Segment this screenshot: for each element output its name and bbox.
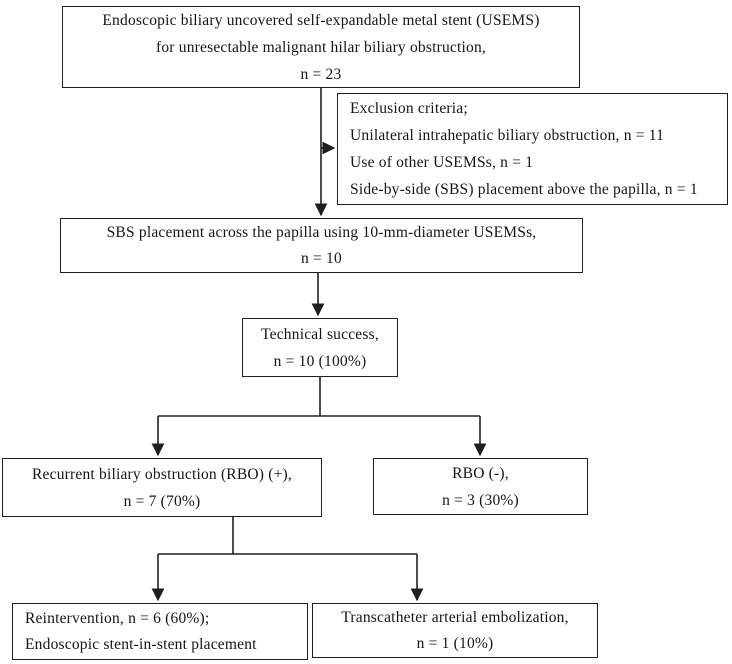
node-exclusion-line4: Side-by-side (SBS) placement above the p… — [350, 181, 698, 198]
node-exclusion-line3: Use of other USEMSs, n = 1 — [350, 154, 534, 171]
node-enrollment-line3: n = 23 — [300, 65, 342, 83]
node-enrollment-line2: for unresectable malignant hilar biliary… — [156, 38, 486, 56]
node-rbo-positive: Recurrent biliary obstruction (RBO) (+),… — [2, 458, 322, 517]
node-rbo-pos-line1: Recurrent biliary obstruction (RBO) (+), — [32, 465, 292, 483]
node-embolization: Transcatheter arterial embolization, n =… — [312, 603, 598, 658]
node-sbs-line1: SBS placement across the papilla using 1… — [106, 223, 537, 241]
node-exclusion-line2: Unilateral intrahepatic biliary obstruct… — [350, 127, 665, 144]
node-sbs-placement: SBS placement across the papilla using 1… — [60, 218, 583, 273]
node-exclusion-line1: Exclusion criteria; — [350, 100, 468, 117]
node-enrollment: Endoscopic biliary uncovered self-expand… — [62, 6, 580, 88]
node-reintervention-line1: Reintervention, n = 6 (60%); — [25, 609, 210, 627]
node-embolization-line1: Transcatheter arterial embolization, — [341, 608, 569, 626]
node-exclusion-criteria: Exclusion criteria; Unilateral intrahepa… — [337, 93, 728, 205]
node-enrollment-line1: Endoscopic biliary uncovered self-expand… — [102, 11, 540, 29]
node-embolization-line2: n = 1 (10%) — [416, 634, 494, 652]
node-rbo-neg-line1: RBO (-), — [452, 464, 509, 482]
node-rbo-negative: RBO (-), n = 3 (30%) — [373, 458, 588, 515]
node-tech-line1: Technical success, — [261, 325, 379, 343]
node-technical-success: Technical success, n = 10 (100%) — [242, 318, 398, 377]
node-reintervention: Reintervention, n = 6 (60%); Endoscopic … — [12, 603, 308, 660]
node-rbo-neg-line2: n = 3 (30%) — [442, 491, 519, 509]
node-tech-line2: n = 10 (100%) — [273, 352, 367, 370]
node-reintervention-line2: Endoscopic stent-in-stent placement — [25, 635, 257, 653]
node-sbs-line2: n = 10 — [301, 249, 342, 267]
node-rbo-pos-line2: n = 7 (70%) — [123, 492, 201, 510]
